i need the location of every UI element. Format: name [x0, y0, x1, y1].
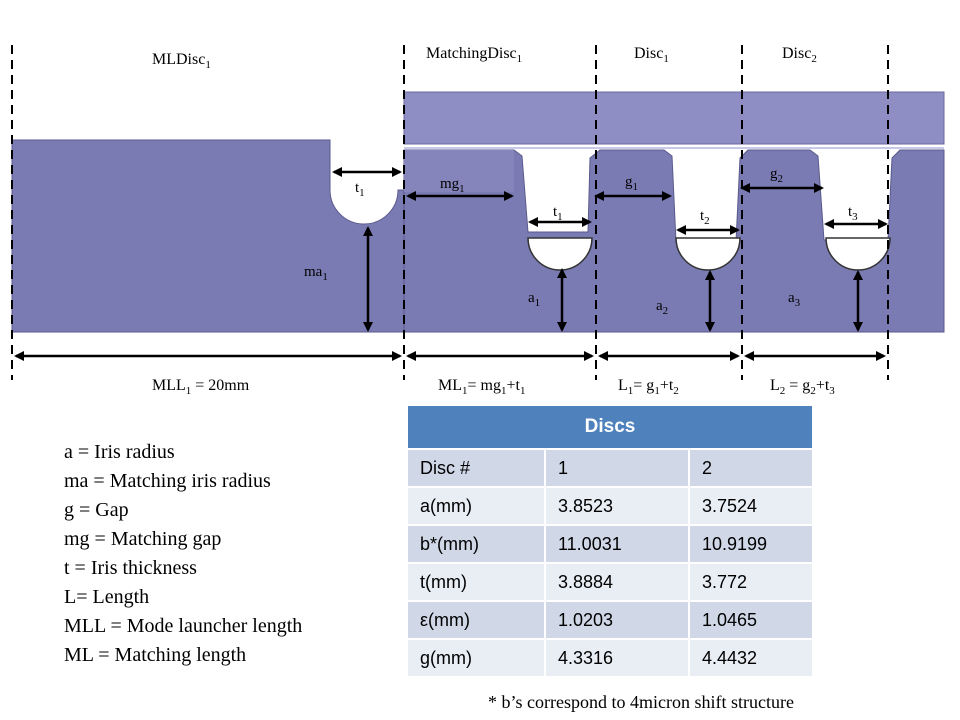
- legend-item: ma = Matching iris radius: [64, 470, 271, 492]
- disc-top-band: [403, 91, 945, 145]
- label-l2: L2 = g2+t3: [770, 377, 835, 397]
- table-cell: 3.8884: [545, 562, 690, 601]
- table-cell: ε(mm): [408, 600, 546, 639]
- cavity-diagram: MLDisc1 MatchingDisc1 Disc1 Disc2 t1 mg1…: [11, 45, 945, 397]
- label-a1: a1: [528, 290, 540, 309]
- label-t1-ml: t1: [355, 180, 365, 199]
- footnote: * b’s correspond to 4micron shift struct…: [488, 692, 794, 712]
- legend-item: a = Iris radius: [64, 441, 175, 463]
- table-cell: 3.7524: [689, 486, 812, 525]
- label-g1: g1: [625, 174, 638, 193]
- label-l1: L1= g1+t2: [618, 377, 679, 397]
- table-cell: 3.772: [689, 562, 812, 601]
- label-a2: a2: [656, 298, 668, 317]
- label-t1-match: t1: [553, 204, 563, 223]
- table-title: Discs: [408, 406, 812, 450]
- table-row: Disc # 1 2: [408, 448, 812, 487]
- label-ma1: ma1: [304, 264, 328, 283]
- section-boundaries: [11, 45, 889, 380]
- label-disc2: Disc2: [782, 45, 817, 65]
- table-cell: g(mm): [408, 638, 546, 676]
- iris-2: [675, 237, 741, 271]
- table-row: t(mm) 3.8884 3.772: [408, 562, 812, 601]
- label-mll: MLL1 = 20mm: [152, 377, 250, 397]
- disc-section-body: [403, 149, 945, 333]
- table-cell: 1: [545, 448, 690, 487]
- legend-item: ML = Matching length: [64, 644, 247, 666]
- dimension-arrows: [14, 167, 888, 361]
- table-cell: 1.0465: [689, 600, 812, 639]
- table-cell: 2: [689, 448, 812, 487]
- discs-table: Discs Disc # 1 2 a(mm) 3.8523 3.7524 b*(…: [408, 406, 812, 676]
- table-row: ε(mm) 1.0203 1.0465: [408, 600, 812, 639]
- table-cell: 11.0031: [545, 524, 690, 563]
- table-row: a(mm) 3.8523 3.7524: [408, 486, 812, 525]
- label-t3: t3: [848, 204, 858, 223]
- legend-item: MLL = Mode launcher length: [64, 615, 303, 637]
- table-cell: 4.3316: [545, 638, 690, 676]
- legend-item: mg = Matching gap: [64, 528, 222, 550]
- table-cell: Disc #: [408, 448, 546, 487]
- label-matching-disc: MatchingDisc1: [426, 45, 522, 65]
- table-cell: b*(mm): [408, 524, 546, 563]
- label-g2: g2: [770, 166, 783, 185]
- legend-item: g = Gap: [64, 499, 129, 521]
- label-t2: t2: [700, 208, 710, 227]
- mode-launcher-body: [11, 139, 406, 333]
- table-row: b*(mm) 11.0031 10.9199: [408, 524, 812, 563]
- table-cell: t(mm): [408, 562, 546, 601]
- label-a3: a3: [788, 290, 801, 309]
- legend-item: t = Iris thickness: [64, 557, 197, 579]
- label-mldisc: MLDisc1: [152, 51, 211, 71]
- table-cell: 10.9199: [689, 524, 812, 563]
- label-disc1: Disc1: [634, 45, 669, 65]
- table-row: g(mm) 4.3316 4.4432: [408, 638, 812, 676]
- table-cell: 1.0203: [545, 600, 690, 639]
- label-ml: ML1= mg1+t1: [438, 377, 525, 397]
- symbol-legend: a = Iris radius ma = Matching iris radiu…: [64, 438, 394, 670]
- table-cell: 3.8523: [545, 486, 690, 525]
- table-cell: a(mm): [408, 486, 546, 525]
- label-mg1: mg1: [440, 176, 465, 195]
- legend-item: L= Length: [64, 586, 150, 608]
- table-cell: 4.4432: [689, 638, 812, 676]
